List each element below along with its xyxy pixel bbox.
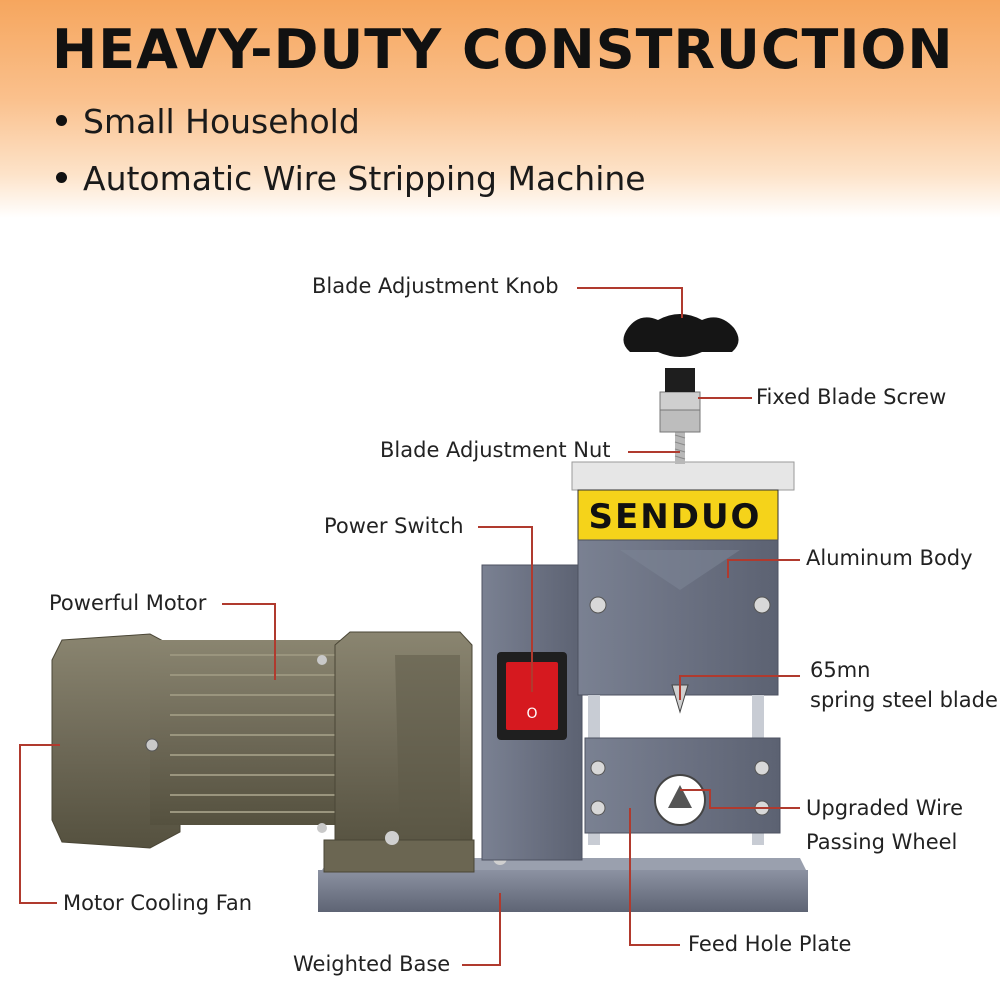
callout-aluminum-body: Aluminum Body	[806, 546, 973, 570]
callout-blade-line1: 65mn	[810, 658, 871, 682]
callout-power-switch: Power Switch	[324, 514, 464, 538]
callout-wheel-line1: Upgraded Wire	[806, 796, 964, 820]
motor-part	[51, 631, 507, 873]
callout-blade-line2: spring steel blade	[810, 688, 998, 712]
switch-off-mark: O	[526, 706, 537, 722]
header-banner: HEAVY-DUTY CONSTRUCTION Small Household …	[0, 0, 1000, 218]
bullet-item: Small Household	[56, 102, 360, 141]
callout-feed-hole-plate: Feed Hole Plate	[688, 932, 852, 956]
callout-fixed-blade-screw: Fixed Blade Screw	[756, 385, 947, 409]
bullet-item: Automatic Wire Stripping Machine	[56, 159, 646, 198]
page-title: HEAVY-DUTY CONSTRUCTION	[52, 18, 954, 81]
power-switch-rocker	[506, 662, 558, 730]
bullet-dot-icon	[56, 172, 67, 183]
callout-motor-cooling-fan: Motor Cooling Fan	[63, 891, 253, 915]
callout-wheel-line2: Passing Wheel	[806, 830, 958, 854]
aluminum-body-part: SENDUO	[571, 461, 795, 845]
bullet-dot-icon	[56, 115, 67, 126]
bullet-text: Small Household	[83, 102, 360, 141]
callout-leader-lines	[19, 287, 800, 966]
knob-part	[623, 314, 739, 464]
brand-logo: SENDUO	[589, 497, 762, 537]
callout-powerful-motor: Powerful Motor	[49, 591, 207, 615]
callout-weighted-base: Weighted Base	[293, 952, 451, 976]
bullet-text: Automatic Wire Stripping Machine	[83, 159, 646, 198]
callout-blade-adjustment-knob: Blade Adjustment Knob	[312, 274, 559, 298]
callout-blade-adjustment-nut: Blade Adjustment Nut	[380, 438, 611, 462]
